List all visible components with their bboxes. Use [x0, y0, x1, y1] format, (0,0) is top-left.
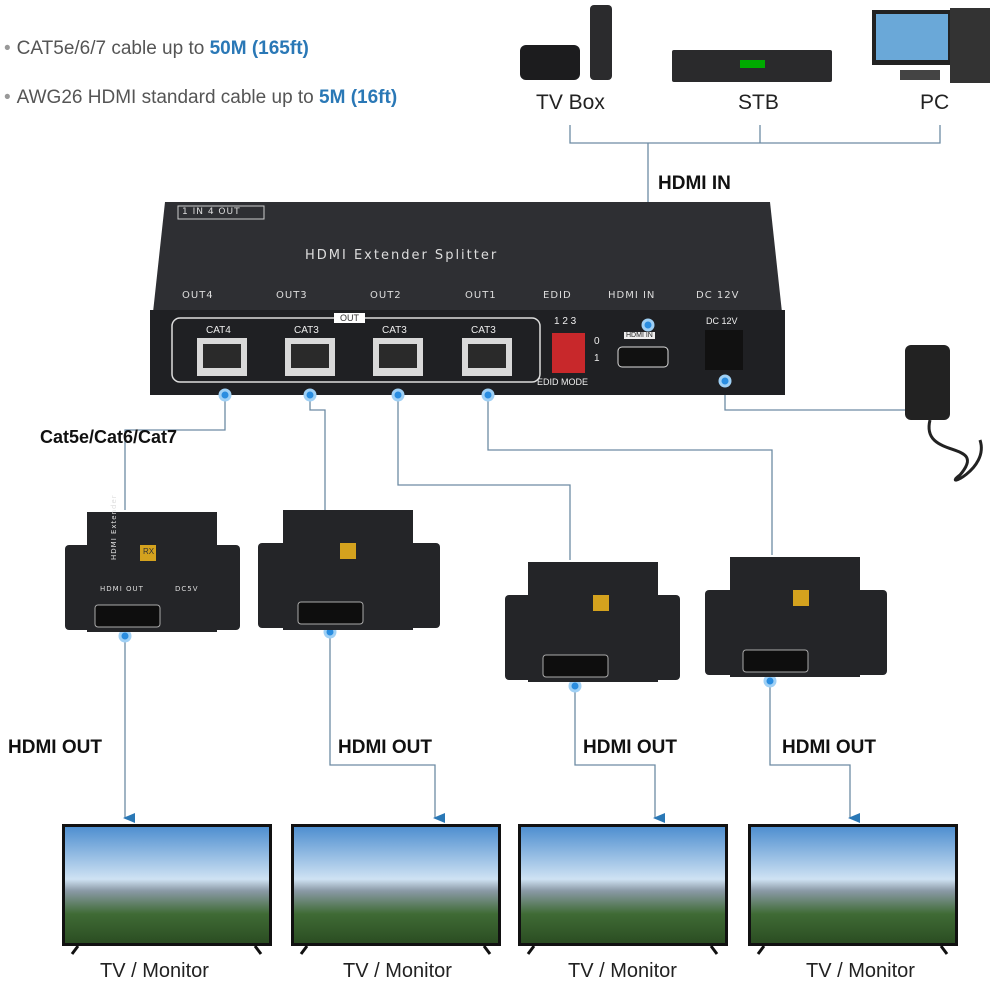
spec-hdmi-cable: •AWG26 HDMI standard cable up to 5M (16f… [4, 87, 398, 108]
top-label-out3: OUT3 [276, 290, 308, 301]
port-label: CAT4 [206, 325, 231, 336]
hdmi-in-port [617, 346, 669, 368]
top-label-hdmi-in: HDMI IN [608, 290, 656, 301]
dip-state-1: 1 [594, 353, 600, 364]
source-bracket [569, 125, 941, 144]
spec-cat-cable: •CAT5e/6/7 cable up to 50M (165ft) [4, 38, 309, 59]
top-label-edid: EDID [543, 290, 572, 301]
dc-jack [705, 330, 743, 370]
out-group-label: OUT [334, 313, 365, 323]
hdmi-out-2 [329, 632, 445, 823]
source-stb-label: STB [738, 91, 779, 114]
splitter-device [118, 202, 785, 693]
power-adapter-icon [905, 345, 983, 482]
cable-out3 [309, 396, 326, 510]
spec-highlight: 5M (16ft) [319, 87, 398, 108]
tv-1 [62, 824, 272, 955]
port-label: CAT3 [471, 325, 496, 336]
cable-out4 [124, 396, 226, 510]
rx-hdmi-out-label: HDMI OUT [100, 585, 144, 593]
port-label: CAT3 [294, 325, 319, 336]
display-label-1: TV / Monitor [100, 960, 209, 981]
top-label-out4: OUT4 [182, 290, 214, 301]
stb-icon [672, 50, 832, 82]
receiver-3 [505, 562, 680, 682]
rx-name: HDMI Extender [110, 494, 118, 560]
spec-text: AWG26 HDMI standard cable up to [16, 87, 320, 108]
splitter-badge: 1 IN 4 OUT [182, 207, 241, 217]
spec-highlight: 50M (165ft) [209, 38, 309, 59]
hdmi-out-4 [769, 681, 860, 823]
display-label-2: TV / Monitor [343, 960, 452, 981]
top-label-out2: OUT2 [370, 290, 402, 301]
display-label-4: TV / Monitor [806, 960, 915, 981]
top-label-dc: DC 12V [696, 290, 740, 301]
port-label: CAT3 [382, 325, 407, 336]
edid-mode-label: EDID MODE [537, 377, 589, 387]
dip-state-0: 0 [594, 336, 600, 347]
cable-out1 [487, 396, 773, 555]
top-label-out1: OUT1 [465, 290, 497, 301]
hdmi-out-label-2: HDMI OUT [338, 737, 432, 758]
rx-dc-label: DC5V [175, 585, 199, 593]
tv-3 [518, 824, 728, 955]
tv-4 [748, 824, 958, 955]
edid-dip-switch [552, 333, 585, 373]
displays [62, 824, 958, 955]
hdmi-out-label-4: HDMI OUT [782, 737, 876, 758]
splitter-title: HDMI Extender Splitter [305, 248, 499, 263]
spec-text: CAT5e/6/7 cable up to [16, 38, 210, 59]
source-tv-box-label: TV Box [536, 91, 605, 114]
hdmi-out-label-1: HDMI OUT [8, 737, 102, 758]
connection-lines [123, 125, 941, 823]
receiver-2 [258, 510, 440, 630]
hdmi-out-3 [574, 686, 665, 823]
hdmi-out-label-3: HDMI OUT [583, 737, 677, 758]
receiver-1 [65, 512, 240, 632]
display-label-3: TV / Monitor [568, 960, 677, 981]
hdmi-in-label: HDMI IN [658, 173, 731, 194]
tv-2 [291, 824, 501, 955]
cable-type-label: Cat5e/Cat6/Cat7 [40, 427, 178, 447]
dip-numbers: 1 2 3 [554, 316, 577, 327]
port-dots [118, 318, 777, 693]
source-pc-label: PC [920, 91, 950, 114]
tv-box-icon [520, 5, 612, 80]
dc-port-label: DC 12V [706, 316, 738, 326]
receivers [65, 510, 887, 682]
cable-out2 [397, 396, 571, 560]
pc-icon [872, 8, 990, 83]
receiver-4 [705, 557, 887, 677]
hdmi-port-label: HDMI IN [624, 332, 655, 339]
rx-badge: RX [143, 547, 155, 556]
